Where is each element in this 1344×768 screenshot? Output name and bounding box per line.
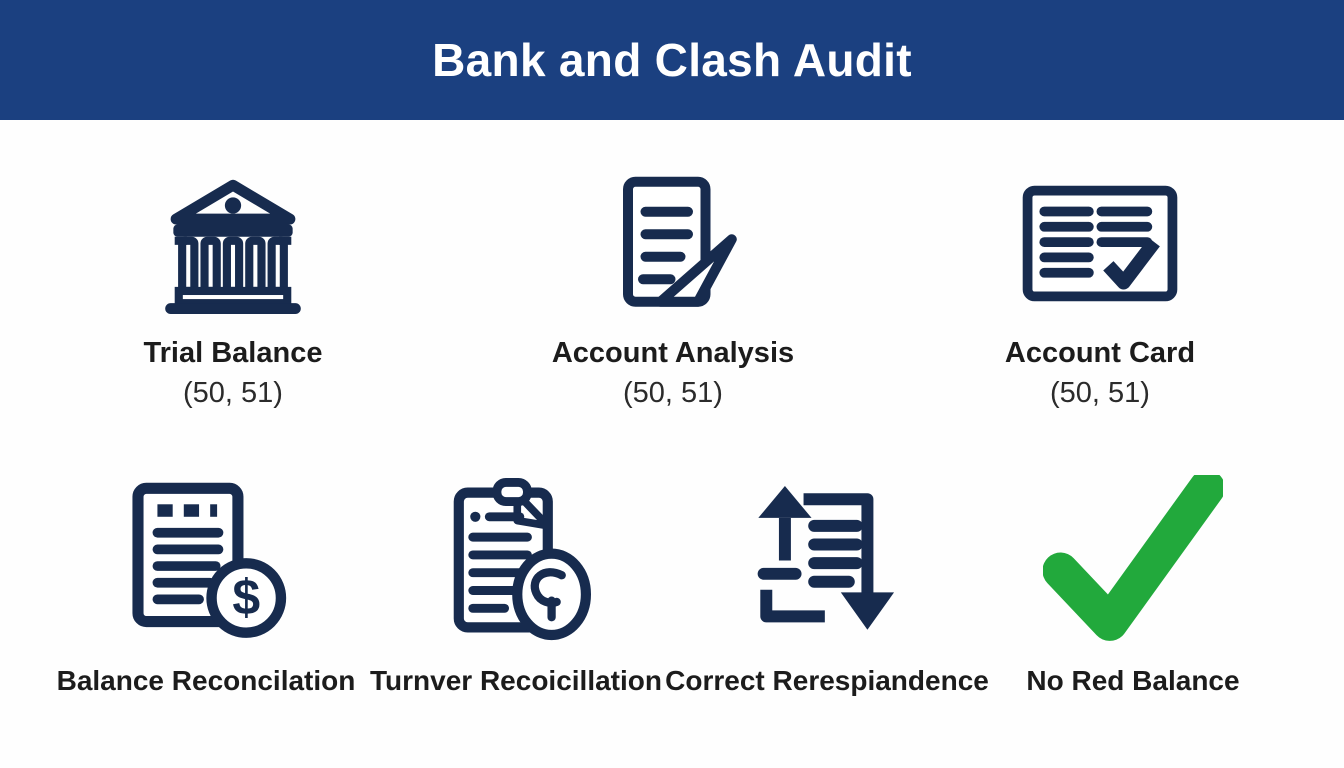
item-sublabel: (50, 51) <box>623 376 723 409</box>
audit-item-trial-balance: Trial Balance (50, 51) <box>63 172 403 410</box>
green-check-icon <box>1043 474 1223 646</box>
audit-item-no-red-balance: No Red Balance <box>973 474 1293 697</box>
bank-icon <box>157 172 309 314</box>
item-label: Trial Balance <box>143 337 323 369</box>
item-label: No Red Balance <box>1026 665 1240 696</box>
svg-text:$: $ <box>232 569 260 625</box>
card-check-icon <box>1022 172 1178 314</box>
document-icon <box>608 172 738 314</box>
item-sublabel: (50, 51) <box>183 376 283 409</box>
audit-item-turnover-reconciliation: Turnver Recoicillation <box>356 474 676 697</box>
item-label: Account Card <box>1004 337 1196 369</box>
audit-item-account-card: Account Card (50, 51) <box>930 172 1270 410</box>
document-dollar-icon: $ <box>124 474 288 646</box>
audit-item-correct-correspondence: Correct Rerespiandence <box>665 474 989 697</box>
turnover-arrows-icon <box>745 474 910 646</box>
clipboard-verify-icon <box>441 474 591 646</box>
item-sublabel: (50, 51) <box>1050 376 1150 409</box>
item-label: Correct Rerespiandence <box>665 665 989 696</box>
item-label: Account Analysis <box>551 337 795 369</box>
audit-item-balance-reconcilation: $ Balance Reconcilation <box>46 474 366 697</box>
audit-item-account-analysis: Account Analysis (50, 51) <box>503 172 843 410</box>
item-label: Turnver Recoicillation <box>370 665 662 696</box>
item-label: Balance Reconcilation <box>56 665 356 696</box>
page-title: Bank and Clash Audit <box>432 34 912 86</box>
header-banner: Bank and Clash Audit <box>0 0 1344 120</box>
